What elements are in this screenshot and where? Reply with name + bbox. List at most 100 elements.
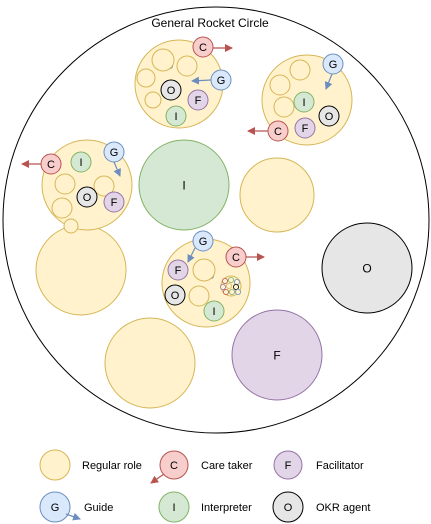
tiny-circle [219, 283, 226, 290]
regular-circle-small [176, 55, 198, 77]
okr-agent-circle: O [160, 79, 182, 101]
okr-agent-circle-letter: O [83, 192, 92, 204]
facilitator-circle: F [103, 191, 125, 213]
guide-circle: G [210, 69, 232, 91]
okr-agent-circle: O [318, 105, 340, 127]
legend-care-taker-arrow [150, 473, 165, 484]
okr-agent-circle: O [76, 186, 98, 208]
legend-swatch-okr-agent-letter: O [284, 502, 293, 514]
facilitator-circle-large: F [231, 309, 323, 401]
legend-swatch-guide-shape [39, 491, 71, 523]
legend-swatch-guide: G [39, 491, 71, 523]
legend-guide-arrow [65, 512, 81, 521]
okr-agent-circle-shape [164, 284, 186, 306]
care-taker-circle-letter: C [232, 252, 240, 264]
facilitator-circle: F [187, 89, 209, 111]
legend-label-care-taker: Care taker [201, 460, 253, 472]
regular-circle-small [144, 91, 162, 109]
guide-circle-letter: G [199, 236, 208, 248]
guide-arrow [187, 247, 196, 263]
legend-swatch-facilitator-letter: F [285, 460, 292, 472]
guide-circle: G [322, 53, 344, 75]
tiny-circle [222, 288, 229, 295]
legend-swatch-okr-agent-shape [272, 491, 304, 523]
okr-agent-circle-large-letter: O [362, 261, 371, 275]
tiny-circle [225, 282, 232, 289]
guide-arrow [191, 76, 212, 85]
legend-swatch-care-taker: C [159, 450, 189, 480]
interpreter-circle-letter: I [212, 306, 215, 318]
regular-circle-small [289, 59, 311, 81]
interpreter-circle-letter: I [302, 97, 305, 109]
regular-circle-small [136, 68, 156, 88]
facilitator-circle: F [294, 117, 316, 139]
facilitator-circle-large-letter: F [273, 348, 280, 362]
regular-circle-small [93, 175, 115, 197]
regular-circle-small [269, 74, 291, 96]
legend-swatch-interpreter-letter: I [172, 502, 175, 514]
facilitator-circle-shape [294, 117, 316, 139]
okr-agent-circle-shape [318, 105, 340, 127]
legend-swatch-okr-agent: O [272, 491, 304, 523]
legend-swatch-interpreter-shape [158, 491, 190, 523]
nested-circle [192, 258, 216, 282]
legend-swatch-interpreter: I [158, 491, 190, 523]
okr-agent-circle-letter: O [167, 85, 176, 97]
interpreter-circle: I [70, 151, 92, 173]
regular-circle-large [239, 157, 315, 233]
interpreter-circle-large-shape [138, 139, 230, 231]
okr-agent-circle-large: O [321, 222, 413, 314]
care-taker-circle-shape [192, 36, 214, 58]
tiny-circle [221, 277, 228, 284]
legend-label-guide: Guide [84, 502, 113, 514]
interpreter-circle-shape [70, 151, 92, 173]
facilitator-circle-shape [167, 259, 189, 281]
nested-circle [151, 48, 175, 72]
care-taker-circle: C [225, 246, 247, 268]
regular-circle-small [54, 173, 76, 195]
tiny-circle [232, 283, 239, 290]
okr-agent-circle-shape [76, 186, 98, 208]
okr-agent-circle: O [164, 284, 186, 306]
guide-arrow [324, 73, 333, 90]
legend-swatch-facilitator-shape [273, 450, 303, 480]
interpreter-circle-letter: I [174, 111, 177, 123]
legend-label-okr-agent: OKR agent [316, 502, 370, 514]
facilitator-circle-large-shape [231, 309, 323, 401]
diagram-title: General Rocket Circle [151, 16, 269, 30]
tiny-circle [228, 288, 235, 295]
legend-label-facilitator: Facilitator [316, 460, 364, 472]
facilitator-circle-letter: F [175, 265, 182, 277]
guide-circle: G [192, 230, 214, 252]
interpreter-circle-large-letter: I [182, 178, 185, 192]
facilitator-circle-letter: F [195, 95, 202, 107]
guide-circle-letter: G [110, 147, 119, 159]
guide-circle-shape [192, 230, 214, 252]
facilitator-circle-shape [187, 89, 209, 111]
care-taker-circle: C [192, 36, 214, 58]
guide-circle-letter: G [217, 75, 226, 87]
care-taker-circle-letter: C [47, 159, 55, 171]
interpreter-circle-shape [165, 105, 187, 127]
legend-swatch-care-taker-letter: C [170, 460, 178, 472]
interpreter-circle-letter: I [79, 157, 82, 169]
interpreter-circle: I [203, 300, 225, 322]
facilitator-circle-letter: F [302, 123, 309, 135]
okr-agent-circle-shape [160, 79, 182, 101]
regular-circle-small [273, 96, 295, 118]
guide-circle-letter: G [329, 59, 338, 71]
regular-circle-large [35, 224, 127, 316]
legend-swatch-care-taker-shape [159, 450, 189, 480]
legend-swatch-facilitator: F [273, 450, 303, 480]
care-taker-circle: C [267, 120, 289, 142]
legend-label-interpreter: Interpreter [201, 502, 252, 514]
nested-circle-cluster [219, 276, 241, 295]
care-taker-circle-letter: C [274, 126, 282, 138]
guide-circle: G [103, 141, 125, 163]
regular-circle-small [51, 197, 73, 219]
interpreter-circle-shape [293, 91, 315, 113]
interpreter-circle-large: I [138, 139, 230, 231]
